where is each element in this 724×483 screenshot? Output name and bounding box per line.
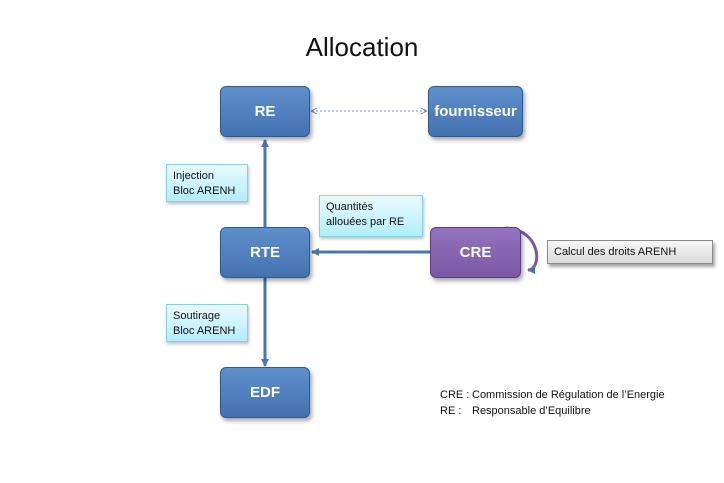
node-rte[interactable]: RTE xyxy=(220,227,310,278)
note-calcul-droits: Calcul des droits ARENH xyxy=(547,240,713,264)
callout-injection: Injection Bloc ARENH xyxy=(166,164,248,202)
callout-soutirage-line2: Bloc ARENH xyxy=(173,325,236,337)
legend-text-re: Responsable d’Equilibre xyxy=(472,405,591,417)
callout-quantites-line1: Quantités xyxy=(326,201,374,213)
callout-soutirage: Soutirage Bloc ARENH xyxy=(166,304,248,342)
callout-quantites: Quantités allouées par RE xyxy=(319,195,423,237)
callout-soutirage-line1: Soutirage xyxy=(173,310,221,322)
callout-quantites-line2: allouées par RE xyxy=(326,216,405,228)
legend-abbr-cre: CRE : xyxy=(440,389,470,401)
diagram-title: Allocation xyxy=(305,32,419,62)
legend-row-cre: CRE : Commission de Régulation de l’Ener… xyxy=(440,387,665,403)
callout-injection-line2: Bloc ARENH xyxy=(173,185,236,197)
node-cre[interactable]: CRE xyxy=(430,227,521,278)
legend-abbr-re: RE : xyxy=(440,405,462,417)
node-fournisseur[interactable]: fournisseur xyxy=(428,86,523,137)
callout-injection-line1: Injection xyxy=(173,170,214,182)
legend-row-re: RE : Responsable d’Equilibre xyxy=(440,403,665,419)
node-re[interactable]: RE xyxy=(220,86,310,137)
node-edf[interactable]: EDF xyxy=(220,367,310,418)
legend-text-cre: Commission de Régulation de l’Energie xyxy=(472,389,665,401)
legend: CRE : Commission de Régulation de l’Ener… xyxy=(440,387,665,419)
